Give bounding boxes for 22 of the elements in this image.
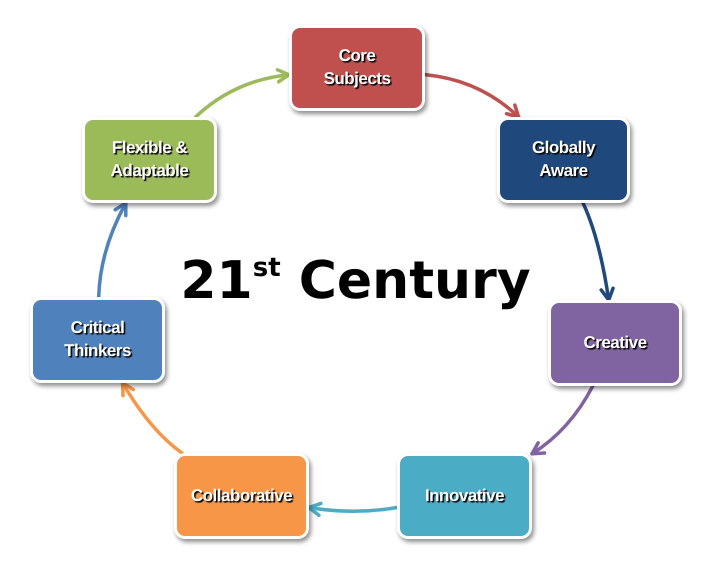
process-box xyxy=(548,300,682,386)
node-label: Collaborative xyxy=(190,484,292,507)
arrow xyxy=(530,384,595,456)
process-box xyxy=(497,117,630,203)
process-box xyxy=(174,453,309,539)
node-label: Globally Aware xyxy=(530,137,596,182)
diagram-title: 21$^{st}$ Century xyxy=(180,251,531,311)
arrow xyxy=(120,381,184,455)
arrow xyxy=(423,72,520,119)
node-label: Innovative xyxy=(424,484,504,507)
arrow xyxy=(307,502,399,517)
node-label: Creative xyxy=(583,332,647,354)
node-label: Core Subjects xyxy=(322,45,392,90)
arrow xyxy=(581,201,615,302)
arrow xyxy=(96,201,128,299)
process-box xyxy=(82,117,217,203)
node-label: Flexible & Adaptable xyxy=(110,137,190,182)
process-box xyxy=(30,297,165,383)
node-label: Critical Thinkers xyxy=(63,317,132,362)
arrow xyxy=(194,68,291,119)
process-box xyxy=(397,453,532,539)
process-box xyxy=(289,25,425,111)
